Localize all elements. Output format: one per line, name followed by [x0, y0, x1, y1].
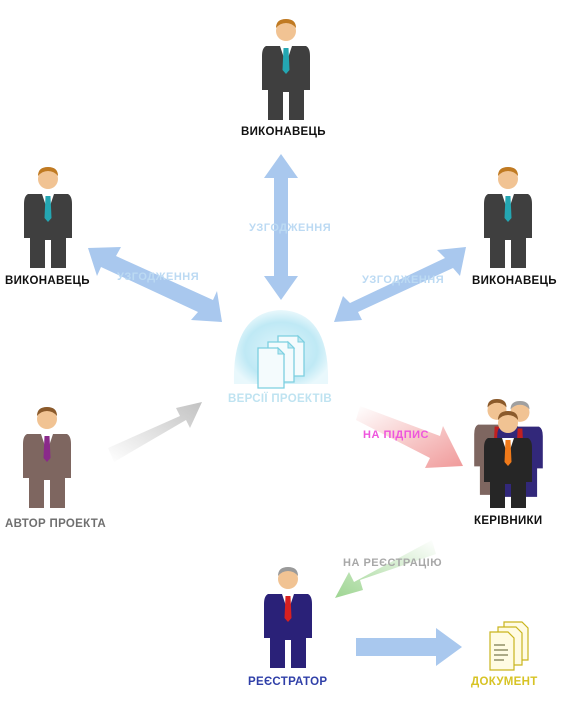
executor-right-label: ВИКОНАВЕЦЬ: [472, 275, 557, 287]
executor-left-figure: [24, 167, 72, 268]
project-author-label: АВТОР ПРОЕКТА: [5, 518, 106, 530]
author-arrow: [108, 402, 202, 462]
approval-arrow-top: [264, 154, 298, 300]
executor-right-figure: [484, 167, 532, 268]
executor-top-label: ВИКОНАВЕЦЬ: [241, 126, 326, 138]
approval-label-top: УЗГОДЖЕННЯ: [249, 222, 332, 234]
document-label: ДОКУМЕНТ: [471, 676, 538, 688]
document-arrow: [356, 628, 462, 666]
project-author-figure: [23, 407, 71, 508]
project-versions-label: ВЕРСІЇ ПРОЕКТІВ: [228, 393, 332, 405]
executor-left-label: ВИКОНАВЕЦЬ: [5, 275, 90, 287]
approval-arrow-right: [334, 247, 466, 322]
registration-label: НА РЕЄСТРАЦІЮ: [343, 557, 443, 569]
managers-group-figure: [474, 398, 543, 508]
managers-label: КЕРІВНИКИ: [474, 515, 543, 527]
approval-label-right: УЗГОДЖЕННЯ: [362, 274, 445, 286]
registration-arrow: [335, 540, 436, 598]
registrar-label: РЕЄСТРАТОР: [248, 676, 328, 688]
executor-top-figure: [262, 19, 310, 120]
signature-arrow: [356, 406, 463, 468]
approval-label-left: УЗГОДЖЕННЯ: [117, 271, 200, 283]
approval-arrow-left: [88, 247, 222, 322]
document-icon: [489, 621, 529, 671]
registrar-figure: [264, 567, 312, 668]
signature-label: НА ПІДПИС: [363, 429, 429, 441]
project-versions-icon: [233, 310, 329, 389]
